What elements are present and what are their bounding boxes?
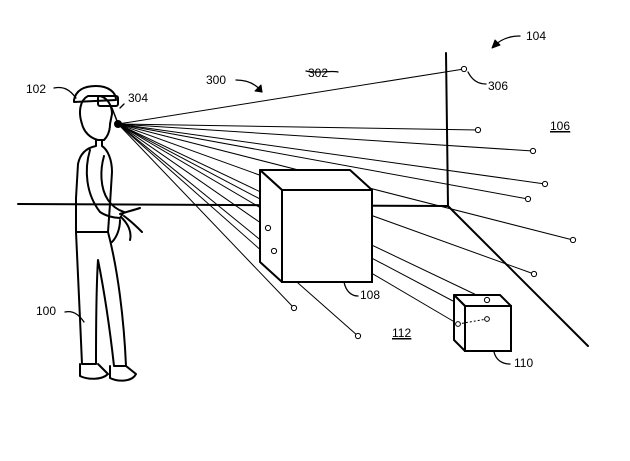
hit-point [569, 236, 577, 244]
hit-point [354, 332, 362, 340]
label-112: 112 [392, 326, 411, 340]
hit-point [524, 195, 532, 203]
leaders [53, 35, 521, 365]
label-104: 104 [526, 29, 546, 43]
ray [117, 123, 275, 252]
hit-point [270, 247, 278, 255]
reference-numerals: 102 304 300 302 104 306 106 108 112 110 … [26, 29, 571, 370]
label-304: 304 [128, 91, 148, 105]
label-106: 106 [550, 119, 570, 133]
leader-304 [119, 103, 125, 109]
label-302: 302 [308, 66, 328, 80]
floor-horizon-line [17, 203, 449, 207]
ray [117, 123, 359, 337]
small-box [453, 294, 512, 352]
floor-wall-edge-line [447, 205, 589, 347]
ray [117, 123, 295, 309]
leader-102 [53, 86, 77, 99]
ray-302 [117, 68, 465, 125]
hit-point-306 [460, 65, 468, 73]
label-102: 102 [26, 82, 46, 96]
leader-110 [493, 351, 511, 365]
ray [117, 123, 479, 131]
hit-point [290, 304, 298, 312]
leader-108 [343, 281, 359, 297]
label-110: 110 [514, 356, 533, 370]
leader-306 [467, 71, 487, 85]
hit-point [541, 180, 549, 188]
ray-endpoints [264, 65, 577, 340]
hit-point [529, 147, 537, 155]
ray [117, 123, 529, 200]
large-box [259, 169, 373, 283]
hit-point [530, 270, 538, 278]
label-300: 300 [206, 73, 226, 87]
ray [117, 123, 269, 229]
label-108: 108 [360, 288, 380, 302]
hit-point [483, 296, 491, 304]
label-306: 306 [488, 79, 508, 93]
leader-302 [305, 70, 339, 73]
leader-100 [64, 310, 85, 323]
person-figure [73, 85, 143, 382]
ray [117, 123, 534, 152]
label-100: 100 [36, 304, 56, 318]
hit-point [484, 316, 490, 322]
ray [117, 123, 546, 185]
hit-point [455, 321, 461, 327]
hit-point [264, 224, 272, 232]
hit-point [474, 126, 482, 134]
